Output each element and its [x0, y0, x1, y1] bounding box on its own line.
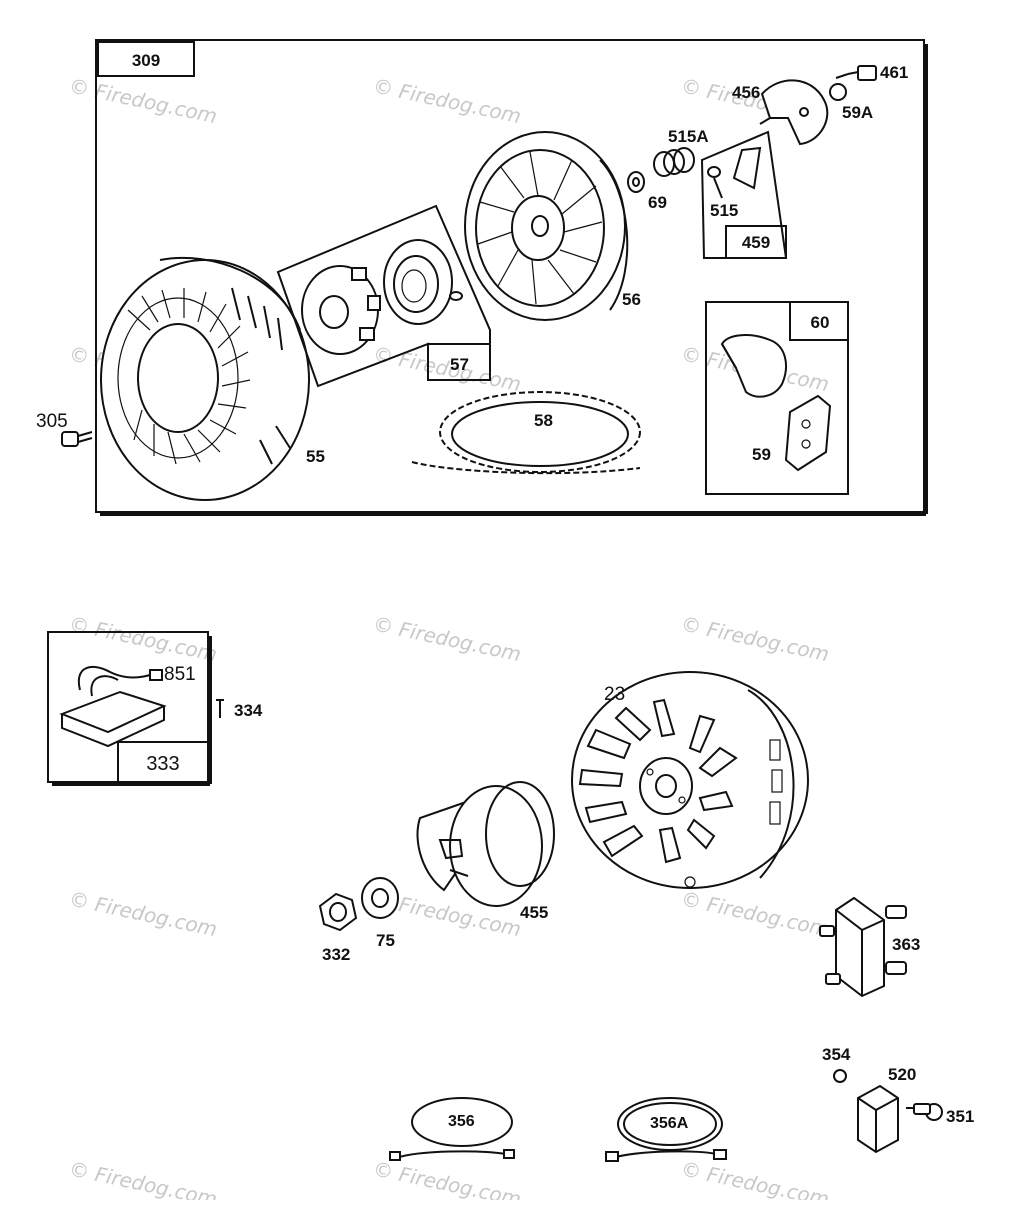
part-label-56: 56: [622, 290, 641, 309]
nut-washer-drawing: [318, 877, 399, 932]
watermark: © Firedog.com: [371, 611, 523, 666]
part-label-334: 334: [234, 701, 263, 720]
part-label-356A: 356A: [650, 1115, 689, 1132]
retainer-drawing: [759, 65, 877, 146]
armature-drawing: [819, 896, 907, 998]
washer-spring-drawing: [627, 147, 695, 193]
pulley-drawing: [464, 131, 629, 321]
part-label-363: 363: [892, 935, 920, 954]
part-label-520: 520: [888, 1065, 916, 1084]
watermark: © Firedog.com: [371, 1156, 523, 1200]
watermark: © Firedog.com: [67, 886, 219, 941]
rectifier-box: [47, 631, 224, 786]
blower-housing-drawing: [61, 256, 310, 501]
part-label-58: 58: [534, 411, 553, 430]
part-label-59: 59: [752, 445, 771, 464]
part-label-75: 75: [376, 931, 395, 950]
part-label-515: 515: [710, 201, 738, 220]
switch-drawing: [833, 1069, 943, 1154]
part-label-69: 69: [648, 193, 667, 212]
part-label-455: 455: [520, 903, 548, 922]
part-label-23: 23: [604, 684, 625, 705]
watermark: © Firedog.com: [679, 886, 831, 941]
ground-wire-alt-drawing: [605, 1097, 727, 1162]
starter-rope-drawing: [411, 391, 641, 475]
part-label-351: 351: [946, 1107, 974, 1126]
handle-kit-box: [705, 301, 849, 495]
watermark: © Firedog.com: [679, 1156, 831, 1200]
watermark: © Firedog.com: [679, 611, 831, 666]
watermark: © Firedog.com: [371, 341, 523, 396]
watermark: © Firedog.com: [67, 611, 219, 666]
watermarks: © Firedog.com © Firedog.com © Firedog.co…: [67, 73, 831, 1205]
part-label-456: 456: [732, 83, 760, 102]
part-label-332: 332: [322, 945, 350, 964]
part-label-55: 55: [306, 447, 325, 466]
part-label-851: 851: [164, 664, 196, 685]
flywheel-drawing: [571, 671, 809, 889]
watermark: © Firedog.com: [67, 73, 219, 128]
watermark: © Firedog.com: [67, 1156, 219, 1200]
drive-kit-box: [700, 130, 788, 259]
ground-wire-drawing: [389, 1097, 515, 1161]
kit-label-309: 309: [132, 51, 160, 70]
part-label-515A: 515A: [668, 127, 709, 146]
kit-label-459: 459: [742, 233, 770, 252]
watermark: © Firedog.com: [371, 73, 523, 128]
part-label-461: 461: [880, 63, 908, 82]
part-label-305: 305: [36, 411, 68, 432]
part-label-57: 57: [450, 355, 469, 374]
part-label-356: 356: [448, 1113, 475, 1130]
kit-label-60: 60: [811, 313, 830, 332]
part-label-59A: 59A: [842, 103, 873, 122]
adapter-drawing: [416, 781, 555, 907]
kit-label-333: 333: [146, 753, 179, 775]
part-label-354: 354: [822, 1045, 851, 1064]
starter-clutch-box: [276, 204, 491, 388]
recoil-kit-box: 309: [95, 39, 928, 516]
